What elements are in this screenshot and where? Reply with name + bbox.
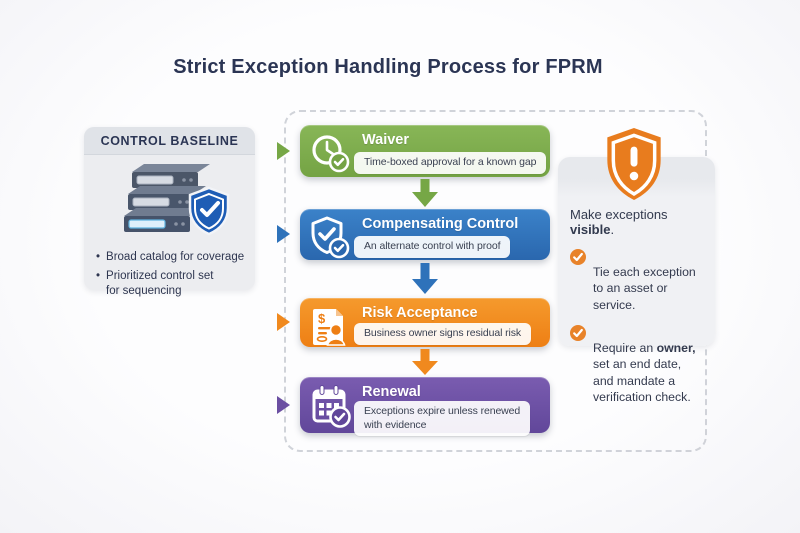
- step-compensating-control: Compensating Control An alternate contro…: [300, 209, 550, 260]
- callout-heading-end: .: [610, 222, 615, 237]
- step-description: Business owner signs residual risk: [354, 323, 532, 345]
- step-waiver: Waiver Time-boxed approval for a known g…: [300, 125, 550, 177]
- step-title: Compensating Control: [362, 216, 519, 232]
- check-circle-icon: [570, 324, 586, 341]
- baseline-bullet-text: Prioritized control set for sequencing: [106, 270, 214, 298]
- callout-bullet-text: Tie each exception to an asset or servic…: [593, 265, 696, 312]
- step-title: Risk Acceptance: [362, 305, 478, 321]
- control-baseline-card: CONTROL BASELINE: [84, 127, 255, 297]
- server-stack-shield-icon: [123, 164, 229, 236]
- document-sign-icon: $: [313, 309, 346, 346]
- server-stack-shield-icon: [84, 155, 255, 242]
- callout-bullet: Tie each exception to an asset or servic…: [570, 248, 705, 313]
- step-description: An alternate control with proof: [354, 236, 511, 258]
- baseline-bullet: • Broad catalog for coverage: [96, 250, 247, 265]
- bullet-dot: •: [96, 251, 101, 263]
- callout-heading-bold: visible: [570, 222, 611, 237]
- step-renewal: Renewal Exceptions expire unless renewed…: [300, 377, 550, 437]
- baseline-shield-check-icon: [188, 186, 229, 236]
- down-arrow-green-icon: [412, 179, 438, 207]
- baseline-bullet-list: • Broad catalog for coverage • Prioritiz…: [84, 242, 255, 300]
- callout-heading: Make exceptions visible.: [570, 207, 705, 237]
- check-circle-icon: [570, 249, 586, 265]
- callout-heading-text: Make exceptions: [570, 207, 668, 222]
- entry-arrow-compensating-icon: [277, 225, 290, 243]
- bullet-dot: •: [96, 270, 101, 283]
- down-arrow-blue-icon: [412, 263, 438, 294]
- entry-arrow-renewal-icon: [277, 396, 290, 414]
- svg-text:$: $: [318, 311, 326, 326]
- step-description: Exceptions expire unless renewed with ev…: [354, 401, 531, 437]
- alert-shield-icon: [607, 128, 661, 200]
- step-description: Time-boxed approval for a known gap: [354, 152, 547, 174]
- calendar-check-icon: [312, 385, 351, 428]
- callout-bullet: Require an owner, set an end date, and m…: [570, 324, 705, 405]
- baseline-bullet-text: Broad catalog for coverage: [106, 251, 245, 263]
- page-title: Strict Exception Handling Process for FP…: [173, 56, 603, 78]
- step-title: Renewal: [362, 384, 421, 400]
- clock-check-icon: [312, 135, 350, 173]
- control-baseline-header: CONTROL BASELINE: [84, 127, 255, 155]
- step-title: Waiver: [362, 132, 410, 148]
- down-arrow-orange-icon: [412, 349, 438, 375]
- entry-arrow-waiver-icon: [277, 142, 290, 160]
- entry-arrow-risk-icon: [277, 313, 290, 331]
- callout-bullet-text: Require an owner, set an end date, and m…: [593, 341, 696, 404]
- step-risk-acceptance: $ Risk Acceptance Business owner signs r…: [300, 298, 550, 347]
- shield-check-icon: [311, 216, 350, 259]
- baseline-bullet: • Prioritized control set for sequencing: [96, 269, 247, 299]
